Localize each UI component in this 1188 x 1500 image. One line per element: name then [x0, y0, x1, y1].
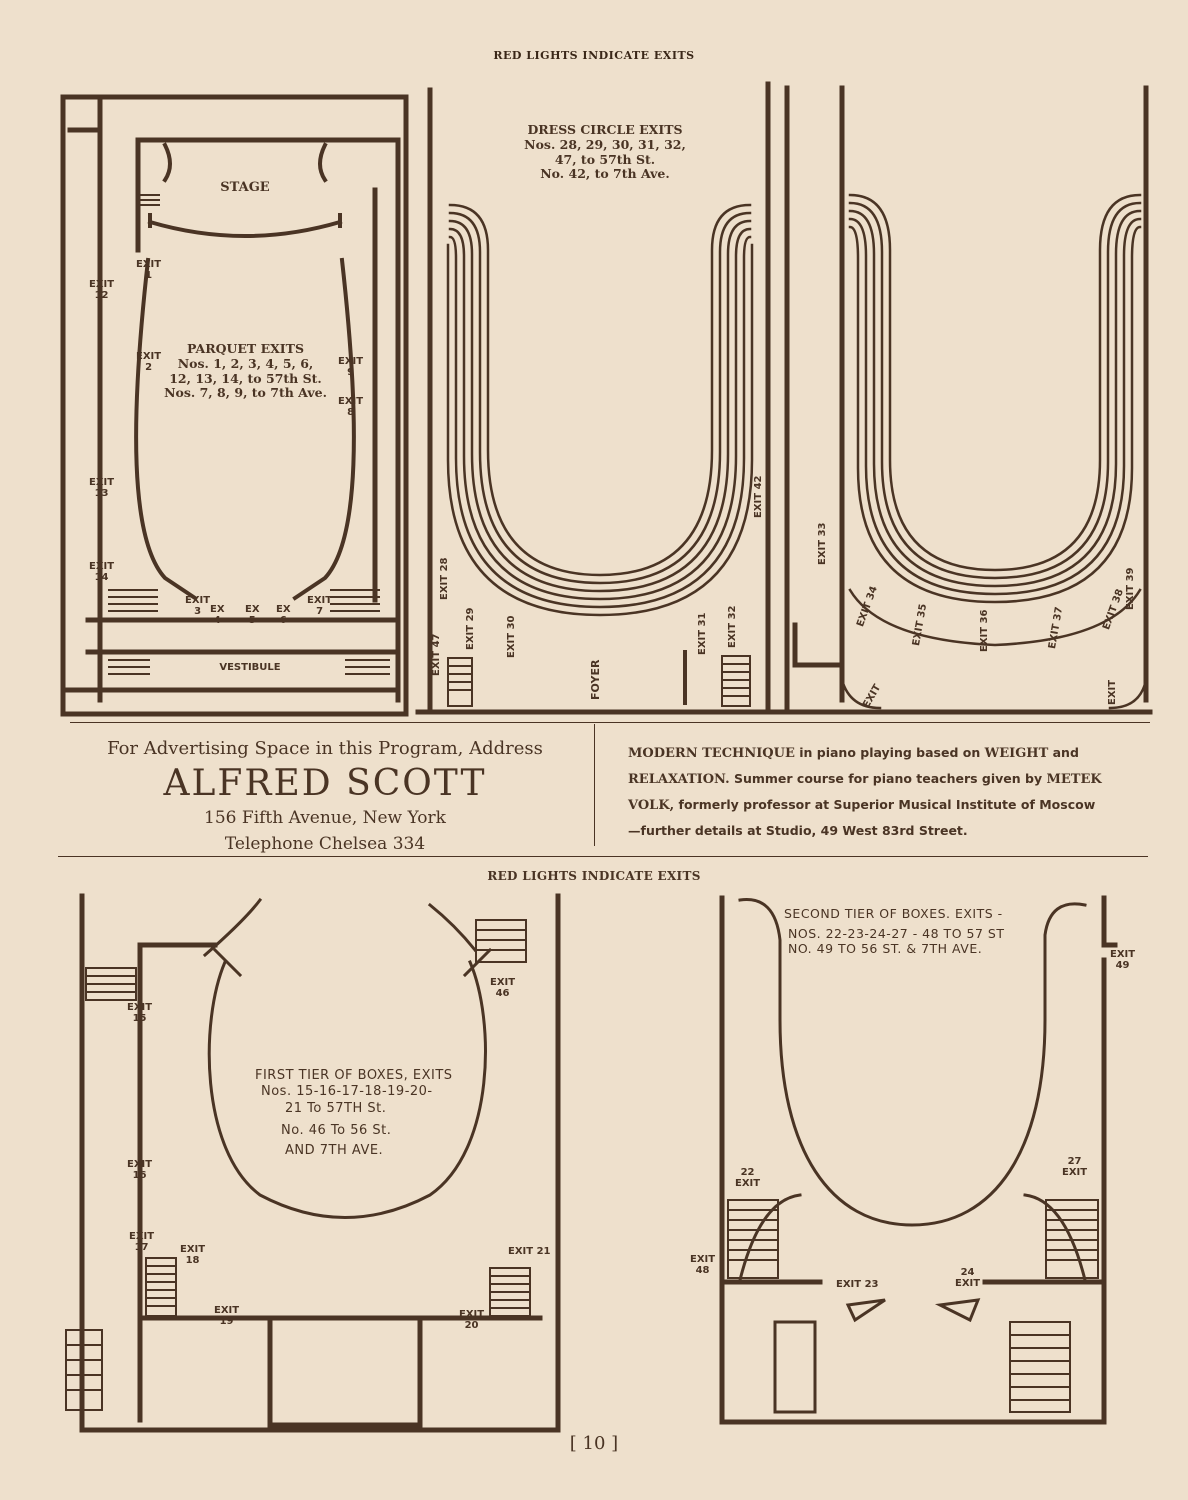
exit-19-label: EXIT 19: [214, 1305, 240, 1327]
exit-48-label: EXIT 48: [690, 1254, 716, 1276]
dress-circle-walls: [415, 81, 783, 715]
first-tier-caption: FIRST TIER OF BOXES, EXITS Nos. 15-16-17…: [255, 1068, 475, 1159]
notice-text: —further details at Studio, 49 West 83rd…: [628, 823, 968, 838]
first-tier-horseshoe: [202, 897, 493, 1219]
exit-2-label: EXIT 2: [136, 351, 162, 373]
exit-12-label: EXIT 12: [89, 279, 115, 301]
notice-teacher-first: METEK: [1046, 772, 1102, 787]
second-tier-line: NOS. 22-23-24-27 - 48 TO 57 ST: [788, 925, 1005, 941]
exit-27-label: 27 EXIT: [1062, 1156, 1088, 1178]
divider-vertical: [594, 724, 595, 846]
piano-course-notice: MODERN TECHNIQUE in piano playing based …: [628, 740, 1148, 843]
first-tier-title: FIRST TIER OF BOXES, EXITS: [255, 1068, 453, 1083]
dress-circle-rows: [446, 203, 754, 617]
exit-18-label: EXIT 18: [180, 1244, 206, 1266]
balcony-rows: [840, 193, 1148, 710]
advertiser-name: ALFRED SCOTT: [163, 763, 487, 804]
parquet-plan-walls: [60, 94, 409, 717]
advertising-notice: For Advertising Space in this Program, A…: [60, 738, 590, 854]
top-heading: RED LIGHTS INDICATE EXITS: [493, 49, 695, 62]
exit-21-label: EXIT 21: [508, 1246, 551, 1257]
balcony-walls: [772, 85, 1153, 715]
second-tier-walls: [719, 895, 1118, 1425]
exit-22-label: 22 EXIT: [735, 1167, 761, 1189]
exit-31-label: EXIT 31: [697, 612, 708, 655]
second-tier-stairs: [727, 1199, 1099, 1414]
exit-42-label: EXIT 42: [753, 475, 764, 518]
exit-5-label: EX 5: [245, 604, 260, 626]
parquet-exits-title: PARQUET EXITS: [187, 341, 304, 356]
advertiser-address: 156 Fifth Avenue, New York: [204, 808, 446, 828]
first-tier-line: No. 46 To 56 St.: [281, 1122, 392, 1138]
exit-46-label: EXIT 46: [490, 977, 516, 999]
first-tier-line: 21 To 57TH St.: [285, 1100, 387, 1116]
divider-bottom: [58, 856, 1148, 857]
dress-circle-line: 47, to 57th St.: [554, 151, 656, 167]
second-tier-title: SECOND TIER OF BOXES. EXITS -: [784, 906, 1003, 921]
notice-text: and: [1048, 745, 1079, 760]
exit-6-label: EX 6: [276, 604, 291, 626]
exit-39-label: EXIT 39: [1125, 567, 1136, 610]
exit-4-label: EX 4: [210, 604, 225, 626]
parquet-exits-line: 12, 13, 14, to 57th St.: [169, 370, 322, 386]
second-tier-caption: SECOND TIER OF BOXES. EXITS - NOS. 22-23…: [784, 906, 1084, 957]
exit-32-label: EXIT 32: [727, 605, 738, 648]
exit-13-label: EXIT 13: [89, 477, 115, 499]
exit-33-label: EXIT 33: [817, 522, 828, 565]
exit-7-label: EXIT 7: [307, 595, 333, 617]
parquet-exits-caption: PARQUET EXITS Nos. 1, 2, 3, 4, 5, 6, 12,…: [148, 341, 343, 401]
exit-14-label: EXIT 14: [89, 561, 115, 583]
notice-text: formerly professor at Superior Musical I…: [674, 797, 1096, 812]
first-tier-line: AND 7TH AVE.: [285, 1143, 384, 1158]
exit-15-label: EXIT 15: [127, 1002, 153, 1024]
exit-1-label: EXIT 1: [136, 259, 162, 281]
parquet-exits-line: Nos. 1, 2, 3, 4, 5, 6,: [177, 355, 314, 371]
exit-23-label: EXIT 23: [836, 1279, 879, 1290]
exit-49-label: EXIT 49: [1110, 949, 1136, 971]
parquet-plan-auditorium: [134, 257, 356, 601]
exit-17-label: EXIT 17: [129, 1231, 155, 1253]
mid-heading: RED LIGHTS INDICATE EXITS: [487, 869, 701, 883]
dress-circle-line: No. 42, to 7th Ave.: [540, 166, 670, 182]
exit-8-label: EXIT 8: [338, 396, 364, 418]
exit-28-label: EXIT 28: [439, 557, 450, 600]
second-tier-line: NO. 49 TO 56 ST. & 7TH AVE.: [788, 941, 983, 957]
exit-3-label: EXIT 3: [185, 595, 211, 617]
notice-weight: WEIGHT: [984, 746, 1049, 761]
exit-47-label: EXIT 47: [431, 633, 442, 676]
exit-16-label: EXIT 16: [127, 1159, 153, 1181]
balcony-exit-right-label: EXIT: [1107, 679, 1118, 705]
parquet-plan-stairs: [108, 194, 390, 675]
exit-36-label: EXIT 36: [979, 609, 990, 652]
dress-circle-stairs: [447, 650, 751, 707]
dress-circle-caption: DRESS CIRCLE EXITS Nos. 28, 29, 30, 31, …: [495, 122, 715, 182]
advertising-line: For Advertising Space in this Program, A…: [107, 738, 543, 759]
parquet-exits-line: Nos. 7, 8, 9, to 7th Ave.: [164, 385, 327, 401]
exit-9-label: EXIT 9: [338, 356, 364, 378]
dress-circle-line: Nos. 28, 29, 30, 31, 32,: [524, 136, 686, 152]
exit-20-label: EXIT 20: [459, 1309, 485, 1331]
exit-29-label: EXIT 29: [465, 607, 476, 650]
parquet-plan-stage: [147, 142, 343, 238]
foyer-label: FOYER: [589, 659, 602, 700]
notice-text: in piano playing based on: [794, 745, 985, 760]
dress-circle-title: DRESS CIRCLE EXITS: [527, 122, 683, 137]
notice-relaxation: RELAXATION.: [628, 772, 730, 787]
first-tier-walls: [79, 893, 561, 1433]
advertiser-telephone: Telephone Chelsea 334: [224, 834, 426, 854]
exit-30-label: EXIT 30: [506, 615, 517, 658]
notice-lead: MODERN TECHNIQUE: [628, 746, 795, 761]
notice-text: Summer course for piano teachers given b…: [729, 771, 1047, 786]
second-tier-horseshoe: [738, 898, 1087, 1282]
exit-24-label: 24 EXIT: [955, 1267, 981, 1289]
divider-top: [70, 722, 1150, 723]
stage-label: STAGE: [220, 180, 270, 195]
vestibule-label: VESTIBULE: [219, 662, 281, 673]
first-tier-stairs: [65, 919, 531, 1411]
page-number: [ 10 ]: [569, 1433, 619, 1454]
notice-teacher-last: VOLK,: [628, 798, 675, 813]
first-tier-line: Nos. 15-16-17-18-19-20-: [261, 1084, 433, 1100]
